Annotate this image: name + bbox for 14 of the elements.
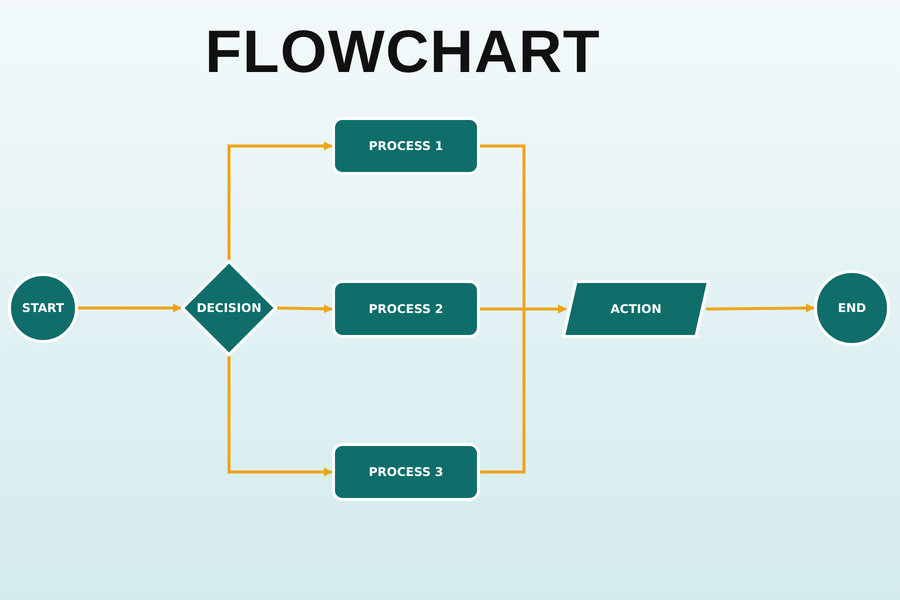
arrow [78,304,182,312]
node-label: PROCESS 1 [368,139,444,153]
node-label: DECISION [196,301,262,315]
node-label: START [20,301,66,315]
node-label: PROCESS 2 [368,302,444,316]
node-label: END [836,301,868,315]
node-label: PROCESS 3 [368,465,444,479]
arrow [276,304,333,314]
node-label: ACTION [610,302,662,316]
arrow [228,142,333,260]
arrow [228,356,333,476]
arrow [706,304,815,313]
arrow [480,304,567,474]
title: FLOWCHART [205,22,601,82]
